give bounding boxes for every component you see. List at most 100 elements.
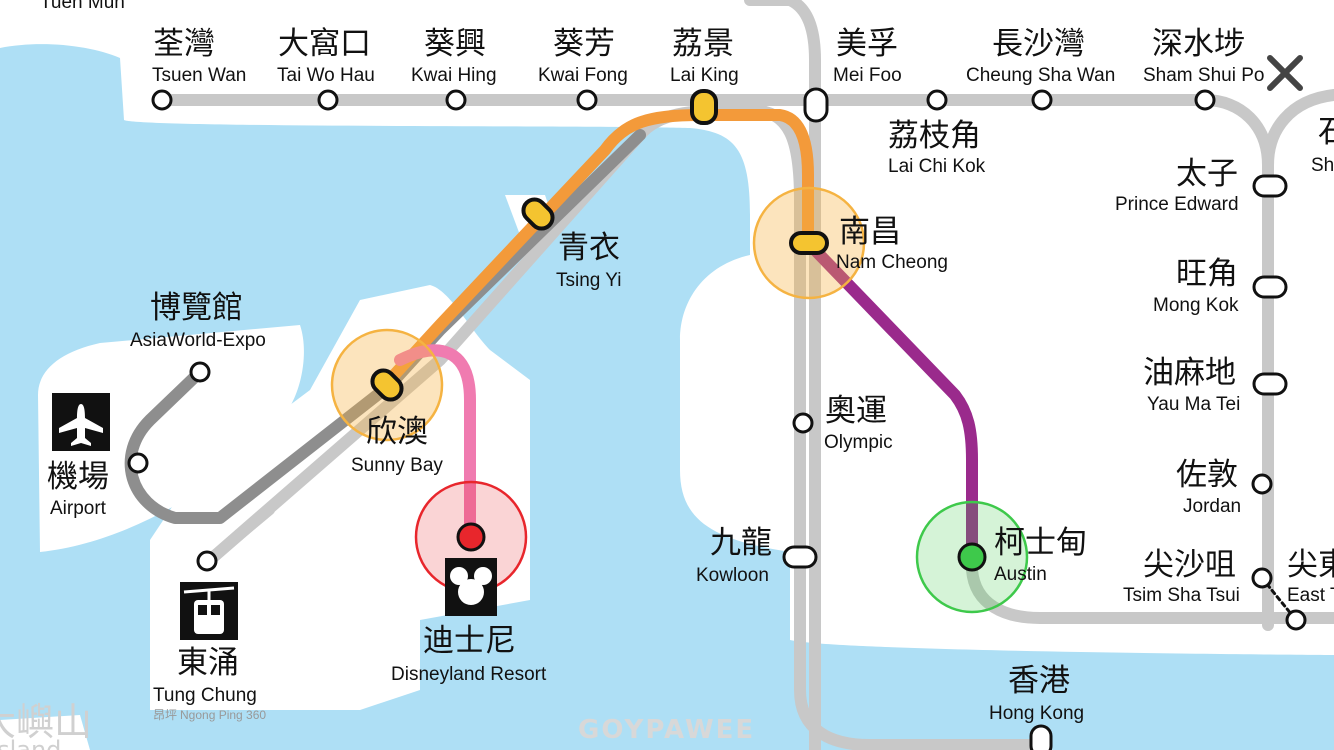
tuen-mun-line-north: [744, 0, 821, 750]
label-prince-edward-zh: 太子: [1176, 156, 1238, 192]
station-yau-ma-tei[interactable]: [1252, 372, 1288, 396]
watermark: GOYPAWEE: [578, 715, 755, 745]
label-tung-chung-en: Tung Chung: [153, 685, 257, 706]
label-jordan-en: Jordan: [1183, 496, 1241, 517]
label-jordan-zh: 佐敦: [1176, 457, 1238, 493]
station-sunny-bay[interactable]: [368, 366, 406, 404]
label-nam-cheong-zh: 南昌: [839, 214, 901, 250]
station-markers[interactable]: [127, 87, 1307, 750]
station-nam-cheong[interactable]: [789, 231, 829, 255]
station-mong-kok[interactable]: [1252, 275, 1288, 299]
airplane-icon: [52, 393, 110, 451]
tung-chung-branch: [205, 505, 275, 565]
close-icon[interactable]: [1262, 50, 1308, 96]
cable-car-icon: [180, 582, 238, 640]
station-tsim-sha-tsui[interactable]: [1251, 567, 1273, 589]
station-lai-chi-kok[interactable]: [1031, 89, 1053, 111]
station-cheung-sha-wan[interactable]: [926, 89, 948, 111]
station-jordan[interactable]: [1251, 473, 1273, 495]
station-asiaworld-expo[interactable]: [189, 361, 211, 383]
station-tung-chung[interactable]: [196, 550, 218, 572]
label-lai-chi-kok-zh: 荔枝角: [888, 118, 981, 154]
label-yau-ma-tei-en: Yau Ma Tei: [1147, 394, 1240, 415]
station-east-tst[interactable]: [1285, 609, 1307, 631]
label-kowloon-zh: 九龍: [710, 525, 772, 561]
label-mong-kok-en: Mong Kok: [1153, 295, 1239, 316]
label-airport-en: Airport: [50, 498, 107, 519]
mickey-icon: [445, 558, 497, 616]
label-lai-king-en: Lai King: [670, 65, 739, 86]
label-east-tst-zh: 尖東: [1287, 547, 1334, 583]
label-kwai-hing-zh: 葵興: [424, 26, 486, 62]
label-right-edge-zh: 石: [1318, 114, 1334, 150]
label-cheung-sha-wan-en: Cheung Sha Wan: [966, 65, 1115, 86]
label-kwai-fong-zh: 葵芳: [553, 26, 615, 62]
kwun-tong-line-right: [1262, 89, 1334, 171]
tung-chung-land: [150, 285, 530, 710]
label-kowloon-en: Kowloon: [696, 565, 769, 586]
station-prince-edward[interactable]: [1252, 174, 1288, 198]
label-tsing-yi-en: Tsing Yi: [556, 270, 621, 291]
airport-express-line: [124, 129, 646, 524]
station-sham-shui-po[interactable]: [1194, 89, 1216, 111]
label-olympic-zh: 奧運: [825, 393, 887, 429]
label-right-edge-en: Sh: [1311, 155, 1334, 176]
station-hong-kong[interactable]: [1029, 724, 1053, 750]
label-asiaworld-expo-en: AsiaWorld-Expo: [130, 330, 266, 351]
label-tsing-yi-zh: 青衣: [558, 230, 620, 266]
label-tsuen-wan-zh: 荃灣: [153, 26, 215, 62]
label-sunny-bay-zh: 欣澳: [366, 414, 428, 450]
label-disneyland-en: Disneyland Resort: [391, 664, 547, 685]
label-kwai-hing-en: Kwai Hing: [411, 65, 497, 86]
station-lai-king[interactable]: [690, 89, 718, 125]
station-airport[interactable]: [127, 452, 149, 474]
label-austin-zh: 柯士甸: [994, 525, 1087, 561]
label-hong-kong-zh: 香港: [1008, 663, 1070, 699]
label-olympic-en: Olympic: [824, 432, 893, 453]
label-sham-shui-po-en: Sham Shui Po: [1143, 65, 1264, 86]
station-kwai-fong[interactable]: [576, 89, 598, 111]
station-olympic[interactable]: [792, 412, 814, 434]
lantau-land: [0, 715, 90, 750]
label-tai-wo-hau-en: Tai Wo Hau: [277, 65, 375, 86]
label-sunny-bay-en: Sunny Bay: [351, 455, 443, 476]
label-hong-kong-en: Hong Kong: [989, 703, 1084, 724]
station-tai-wo-hau[interactable]: [317, 89, 339, 111]
label-cheung-sha-wan-zh: 長沙灣: [992, 26, 1085, 62]
label-austin-en: Austin: [994, 564, 1047, 585]
label-lai-chi-kok-en: Lai Chi Kok: [888, 156, 986, 177]
label-kwai-fong-en: Kwai Fong: [538, 65, 628, 86]
label-nam-cheong-en: Nam Cheong: [836, 252, 948, 273]
label-tuen-mun-en: Tuen Mun: [40, 0, 125, 13]
label-tung-chung-zh: 東涌: [177, 645, 239, 681]
station-tsing-yi[interactable]: [519, 195, 557, 233]
station-disneyland[interactable]: [456, 522, 486, 552]
label-mei-foo-en: Mei Foo: [833, 65, 902, 86]
label-tsim-sha-tsui-zh: 尖沙咀: [1143, 547, 1236, 583]
label-mong-kok-zh: 旺角: [1176, 256, 1238, 292]
label-ngong-ping-zh: 昂坪: [153, 708, 177, 722]
label-tsim-sha-tsui-en: Tsim Sha Tsui: [1123, 585, 1240, 606]
label-lantau-zh: 大嶼山: [0, 700, 92, 744]
disneyland-line: [394, 344, 476, 541]
station-kwai-hing[interactable]: [445, 89, 467, 111]
station-mei-foo[interactable]: [803, 87, 829, 123]
label-prince-edward-en: Prince Edward: [1115, 194, 1239, 215]
label-tai-wo-hau-zh: 大窩口: [278, 26, 371, 62]
label-tsuen-wan-en: Tsuen Wan: [152, 65, 246, 86]
label-airport-zh: 機場: [47, 459, 109, 495]
station-kowloon[interactable]: [782, 545, 818, 569]
label-disneyland-zh: 迪士尼: [423, 623, 516, 659]
label-mei-foo-zh: 美孚: [836, 26, 898, 62]
label-lantau-en: Island: [0, 736, 61, 750]
label-asiaworld-expo-zh: 博覽館: [150, 290, 243, 326]
label-sham-shui-po-zh: 深水埗: [1152, 26, 1245, 62]
station-tsuen-wan[interactable]: [151, 89, 173, 111]
label-ngong-ping-en: Ngong Ping 360: [180, 708, 266, 722]
label-yau-ma-tei-zh: 油麻地: [1143, 355, 1236, 391]
airport-island: [38, 325, 304, 552]
station-austin[interactable]: [957, 542, 987, 572]
label-east-tst-en: East T: [1287, 585, 1334, 606]
